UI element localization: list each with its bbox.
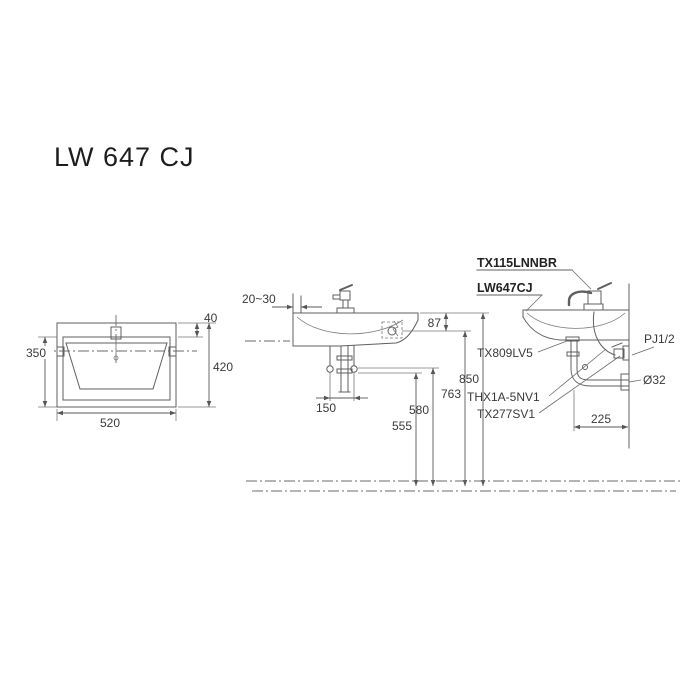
- bowl-inner-section: [296, 316, 404, 335]
- hanger-slot-right: [168, 346, 177, 357]
- hanger-bolts-section: [326, 345, 358, 373]
- dim-555: 555: [392, 419, 412, 433]
- label-basin-model: LW647CJ: [477, 281, 533, 295]
- floor-reference-lines: [246, 480, 682, 492]
- faucet-callout: [567, 282, 612, 311]
- bowl-inner-side: [526, 312, 626, 329]
- trap-callout: [570, 368, 630, 391]
- drain-dia-leader: [628, 379, 642, 383]
- drawing-title: LW 647 CJ: [54, 142, 195, 172]
- basin-deck-section: [292, 312, 419, 321]
- dim-87: 87: [428, 316, 442, 330]
- basin-underside-side: [522, 316, 630, 341]
- label-stop-valve: TX277SV1: [477, 407, 535, 421]
- label-popup-drain: TX809LV5: [477, 346, 533, 360]
- basin-rim-outline: [62, 336, 171, 401]
- dim-text-backing: [24, 346, 54, 359]
- dim-763: 763: [441, 387, 461, 401]
- faucet-front: [110, 326, 122, 361]
- faucet-side: [332, 284, 355, 314]
- hose-leader: [548, 348, 607, 397]
- extension-lines-side: [329, 312, 489, 401]
- label-supply-hose: THX1A-5NV1: [467, 390, 540, 404]
- dim-350: 350: [26, 346, 46, 360]
- valve-leader: [538, 355, 621, 414]
- drain-fitting-section: [381, 320, 403, 339]
- basin-underside-section: [292, 319, 419, 347]
- label-supply-connection: PJ1/2: [644, 332, 675, 346]
- basin-outer-outline: [56, 322, 177, 408]
- popup-drain-callout: [565, 336, 588, 370]
- basin-leader: [525, 294, 543, 312]
- dim-850: 850: [459, 372, 479, 386]
- hanger-slot-left: [56, 346, 65, 357]
- supply-valve-callout: [592, 311, 630, 361]
- label-faucet-model: TX115LNNBR: [477, 256, 557, 270]
- extension-lines: [38, 322, 216, 421]
- basin-bowl-outline: [65, 342, 168, 390]
- dim-420: 420: [213, 360, 233, 374]
- dim-150: 150: [316, 401, 336, 415]
- trap-section: [336, 345, 353, 393]
- parts-callout-view: TX115LNNBR LW647CJ TX809LV5 THX1A-5NV1 T…: [467, 256, 675, 449]
- popup-leader: [537, 340, 568, 353]
- dim-520: 520: [100, 416, 120, 430]
- front-view: 40 350 420 520: [24, 311, 233, 430]
- faucet-leader: [571, 269, 592, 290]
- basin-deck-side: [522, 309, 630, 318]
- dim-wall-gap: 20~30: [242, 292, 276, 306]
- dim-225: 225: [591, 412, 611, 426]
- dim-40: 40: [204, 311, 218, 325]
- supply-leader: [631, 346, 655, 356]
- label-drain-diameter: Ø32: [643, 373, 666, 387]
- side-section-view: 20~30 87 850 763 580 555 150: [242, 284, 489, 486]
- dim-580: 580: [409, 403, 429, 417]
